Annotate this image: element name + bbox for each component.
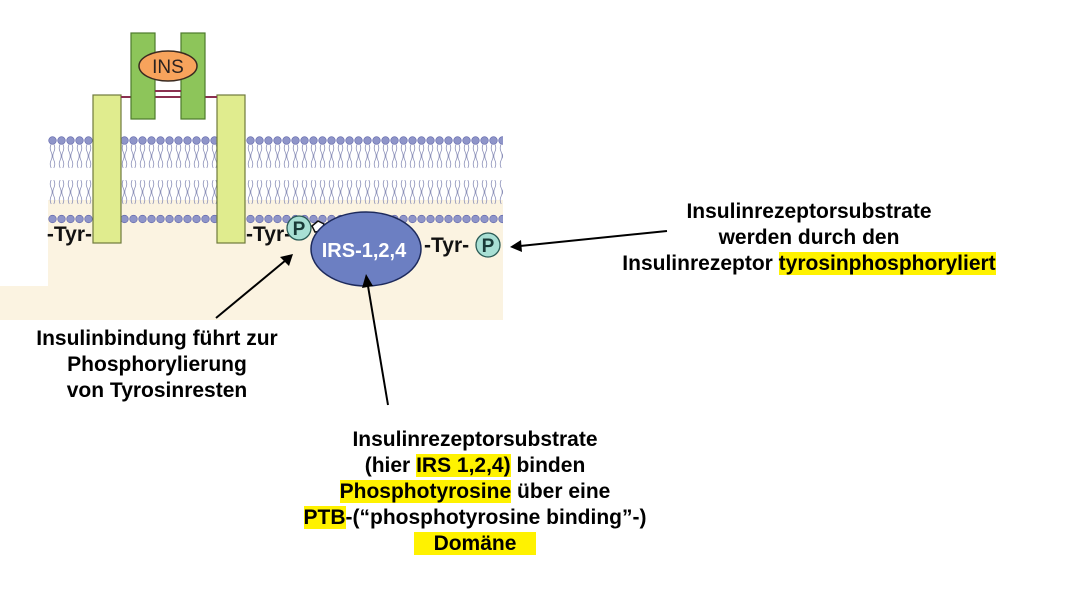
phosphate-circle-receptor	[286, 215, 312, 241]
highlight-phosphotyrosine: Phosphotyrosine	[339, 480, 512, 503]
cytoplasm-extension	[0, 286, 48, 320]
annotation-right-line3: Insulinrezeptor tyrosinphosphoryliert	[589, 251, 1029, 277]
annotation-bottom-line2-post: binden	[510, 454, 586, 477]
highlight-ptb: PTB	[303, 506, 346, 529]
phosphate-circle-irs	[475, 232, 501, 258]
receptor-beta-subunit-left	[92, 94, 122, 244]
annotation-right-line3-pre: Insulinrezeptor	[622, 252, 779, 275]
annotation-left-line2: Phosphorylierung	[67, 353, 247, 376]
tyr-label-left: -Tyr-	[47, 223, 92, 246]
annotation-bottom-line4: PTB-(“phosphotyrosine binding”-)	[230, 505, 720, 531]
irs-label: IRS-1,2,4	[322, 240, 407, 262]
annotation-bottom-line5: Domäne	[230, 531, 720, 557]
highlight-irs: IRS 1,2,4)	[416, 454, 511, 477]
annotation-bottom-line2: (hier IRS 1,2,4) binden	[230, 453, 720, 479]
annotation-bottom: Insulinrezeptorsubstrate (hier IRS 1,2,4…	[230, 427, 720, 557]
annotation-left-line3: von Tyrosinresten	[66, 379, 248, 402]
tyr-label-middle: -Tyr-	[246, 223, 291, 246]
highlight-tyrosinphosphoryliert: tyrosinphosphoryliert	[778, 252, 996, 275]
annotation-right-line1: Insulinrezeptorsubstrate	[686, 200, 932, 223]
phosphate-label-receptor: P	[293, 219, 306, 240]
annotation-bottom-line1: Insulinrezeptorsubstrate	[352, 428, 598, 451]
phosphate-label-irs: P	[482, 236, 495, 257]
annotation-bottom-line3: Phosphotyrosine über eine	[230, 479, 720, 505]
annotation-bottom-line4-post: -(“phosphotyrosine binding”-)	[345, 506, 647, 529]
lipid-bilayer	[48, 136, 503, 224]
annotation-left: Insulinbindung führt zur Phosphorylierun…	[2, 326, 312, 404]
annotation-bottom-line2-pre: (hier	[364, 454, 417, 477]
arrow-to-receptor-phosphate	[215, 254, 293, 319]
annotation-right-line2: werden durch den	[718, 226, 900, 249]
receptor-beta-subunit-right	[216, 94, 246, 244]
arrow-to-irs-protein	[362, 274, 389, 406]
arrow-to-irs-phosphate	[510, 230, 668, 252]
annotation-right: Insulinrezeptorsubstrate werden durch de…	[589, 199, 1029, 277]
tyr-label-right: -Tyr-	[424, 234, 469, 257]
annotation-left-line1: Insulinbindung führt zur	[36, 327, 278, 350]
highlight-domaene: Domäne	[413, 532, 537, 555]
insulin-ellipse	[138, 50, 198, 82]
annotation-bottom-line3-post: über eine	[511, 480, 611, 503]
insulin-label: INS	[152, 57, 184, 78]
